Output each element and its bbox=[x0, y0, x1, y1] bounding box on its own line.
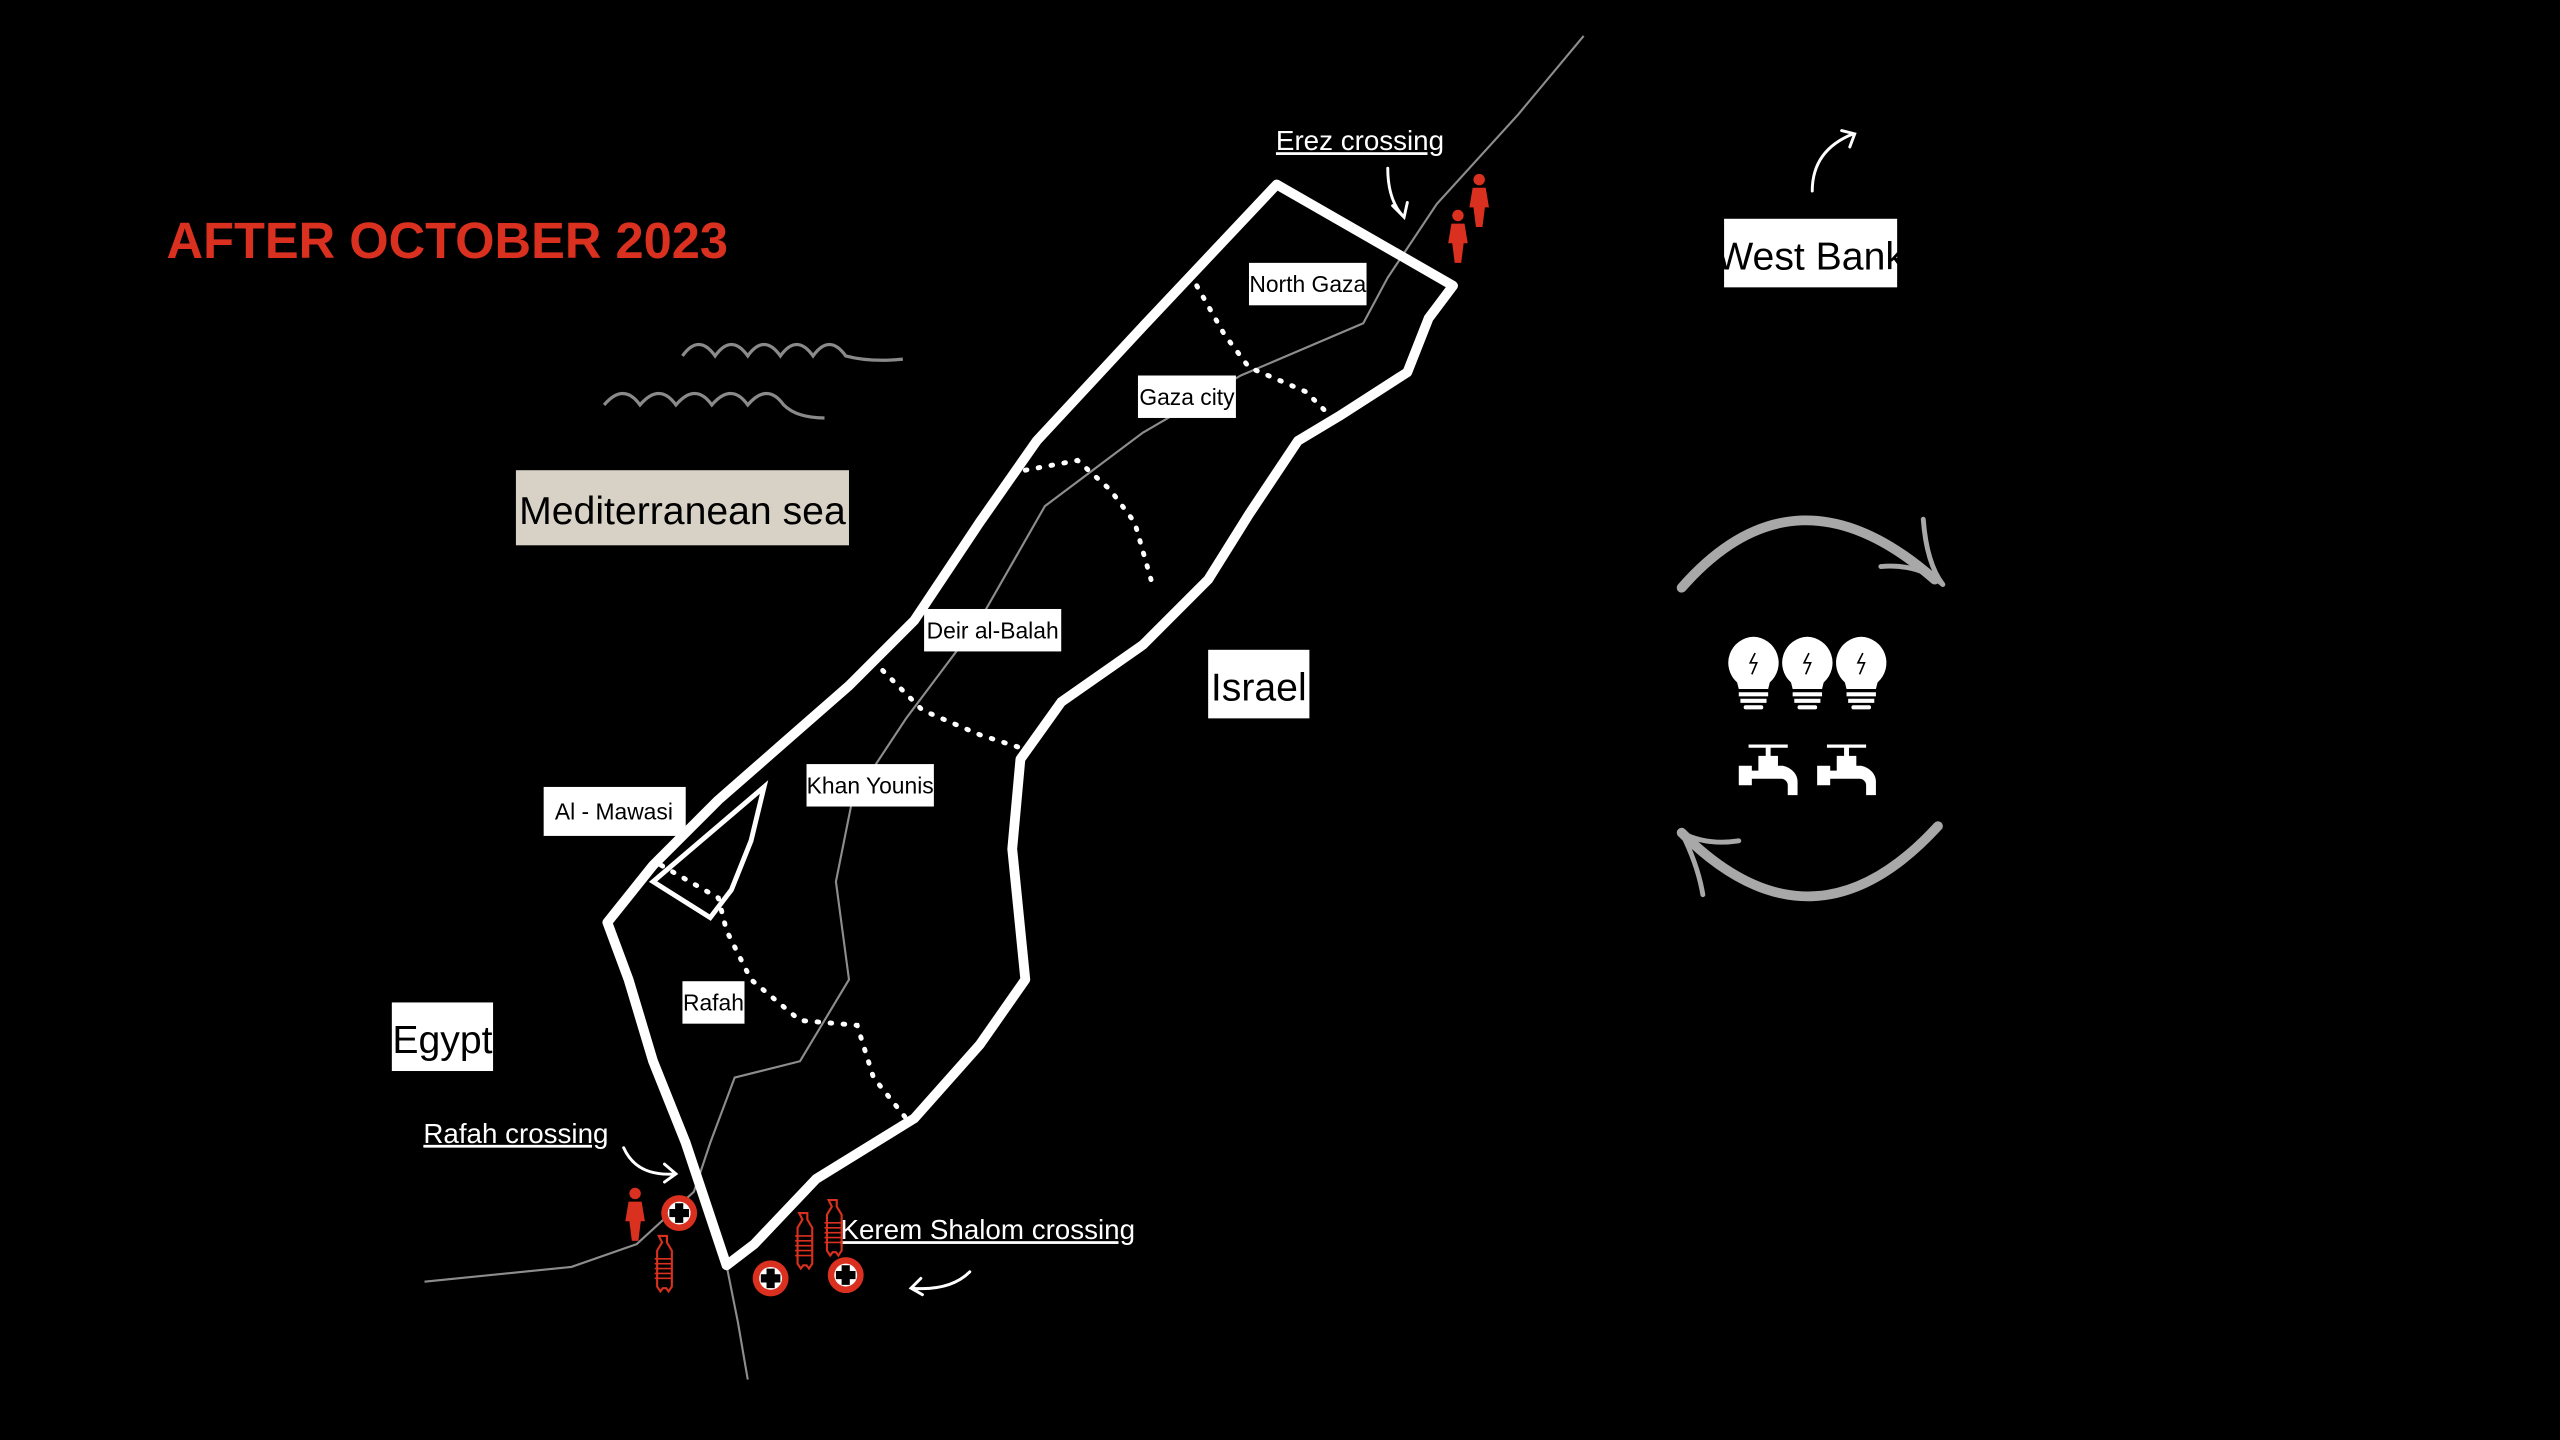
rafah-crossing-label: Rafah crossing bbox=[423, 1118, 608, 1149]
page-title: AFTER OCTOBER 2023 bbox=[167, 212, 729, 269]
label-al-mawasi: Al - Mawasi bbox=[543, 786, 686, 836]
arrow-icon bbox=[908, 1270, 972, 1297]
svg-text:Egypt: Egypt bbox=[392, 1019, 492, 1062]
svg-text:West Bank: West Bank bbox=[1716, 235, 1905, 278]
label-sea: Mediterranean sea bbox=[515, 470, 849, 546]
water-tap-icon bbox=[1738, 744, 1798, 796]
label-rafah: Rafah bbox=[682, 981, 745, 1024]
person-icon bbox=[1469, 173, 1489, 227]
person-icon bbox=[1448, 209, 1468, 263]
medical-cross-icon bbox=[752, 1260, 789, 1297]
al-mawasi-zone bbox=[648, 780, 769, 921]
label-deir-al-balah: Deir al-Balah bbox=[924, 608, 1062, 652]
water-bottle-icon bbox=[823, 1198, 843, 1257]
svg-text:Al - Mawasi: Al - Mawasi bbox=[555, 799, 673, 825]
lightbulb-icon bbox=[1835, 635, 1888, 711]
svg-text:Israel: Israel bbox=[1211, 666, 1307, 709]
cycle-arrow-icon bbox=[1676, 515, 1946, 902]
kerem-shalom-crossing-label: Kerem Shalom crossing bbox=[840, 1214, 1135, 1245]
label-israel: Israel bbox=[1208, 649, 1310, 719]
water-bottle-icon bbox=[794, 1212, 814, 1270]
person-icon bbox=[625, 1187, 645, 1241]
arrow-icon bbox=[1810, 129, 1857, 193]
medical-cross-icon bbox=[661, 1195, 698, 1232]
water-tap-icon bbox=[1817, 744, 1876, 796]
lightbulb-icon bbox=[1781, 635, 1834, 711]
gaza-strip-outline bbox=[602, 179, 1458, 1271]
label-egypt: Egypt bbox=[391, 1002, 494, 1072]
svg-text:Gaza city: Gaza city bbox=[1139, 384, 1235, 410]
district-boundaries bbox=[658, 283, 1329, 1121]
svg-text:Deir al-Balah: Deir al-Balah bbox=[927, 617, 1059, 643]
arrow-icon bbox=[1386, 166, 1409, 221]
medical-cross-icon bbox=[827, 1257, 864, 1294]
svg-text:Khan Younis: Khan Younis bbox=[807, 772, 934, 798]
svg-text:North Gaza: North Gaza bbox=[1249, 271, 1366, 297]
label-gaza-city: Gaza city bbox=[1137, 375, 1236, 418]
erez-crossing-label: Erez crossing bbox=[1276, 125, 1444, 156]
arrow-icon bbox=[622, 1146, 679, 1184]
label-khan-younis: Khan Younis bbox=[806, 764, 934, 807]
label-north-gaza: North Gaza bbox=[1248, 262, 1367, 306]
water-bottle-icon bbox=[653, 1234, 673, 1293]
lightbulb-icon bbox=[1727, 635, 1780, 711]
waves-icon bbox=[602, 342, 904, 420]
svg-text:Mediterranean sea: Mediterranean sea bbox=[519, 490, 846, 533]
svg-text:Rafah: Rafah bbox=[683, 990, 744, 1016]
label-west-bank: West Bank bbox=[1716, 218, 1905, 288]
